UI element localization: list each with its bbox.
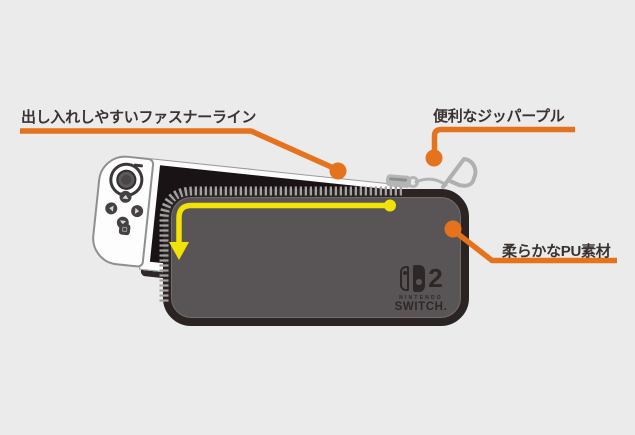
logo-nintendo-text: NINTENDO xyxy=(399,295,443,301)
callout-material-connector xyxy=(444,220,617,264)
zipper-route-line xyxy=(176,202,390,243)
callout-label-zipper-line: 出し入れしやすいファスナーライン xyxy=(21,109,257,126)
callout-zipper-pull-connector xyxy=(425,126,575,167)
zipper-teeth xyxy=(159,186,402,303)
switch2-logo: 2 NINTENDO SWITCH. xyxy=(393,265,449,314)
switch2-logo-number: 2 xyxy=(428,263,443,293)
zipper-pull-hook-icon xyxy=(414,157,478,189)
switch-logo-icon xyxy=(400,265,426,292)
switch2-logo-row: 2 xyxy=(393,265,449,292)
zipper-route-arrowhead xyxy=(169,242,189,260)
callout-zipper-line-connector xyxy=(20,128,347,180)
zipper-slider xyxy=(385,174,419,188)
callout-label-material: 柔らかなPU素材 xyxy=(502,243,611,260)
switch-logo-left-joycon xyxy=(400,266,410,291)
logo-switch-text: SWITCH. xyxy=(394,301,448,313)
switch-logo-right-joycon xyxy=(413,265,426,292)
zipper-route-start-dot xyxy=(384,199,396,212)
callout-label-zipper-pull: 便利なジッパープル xyxy=(433,108,565,125)
